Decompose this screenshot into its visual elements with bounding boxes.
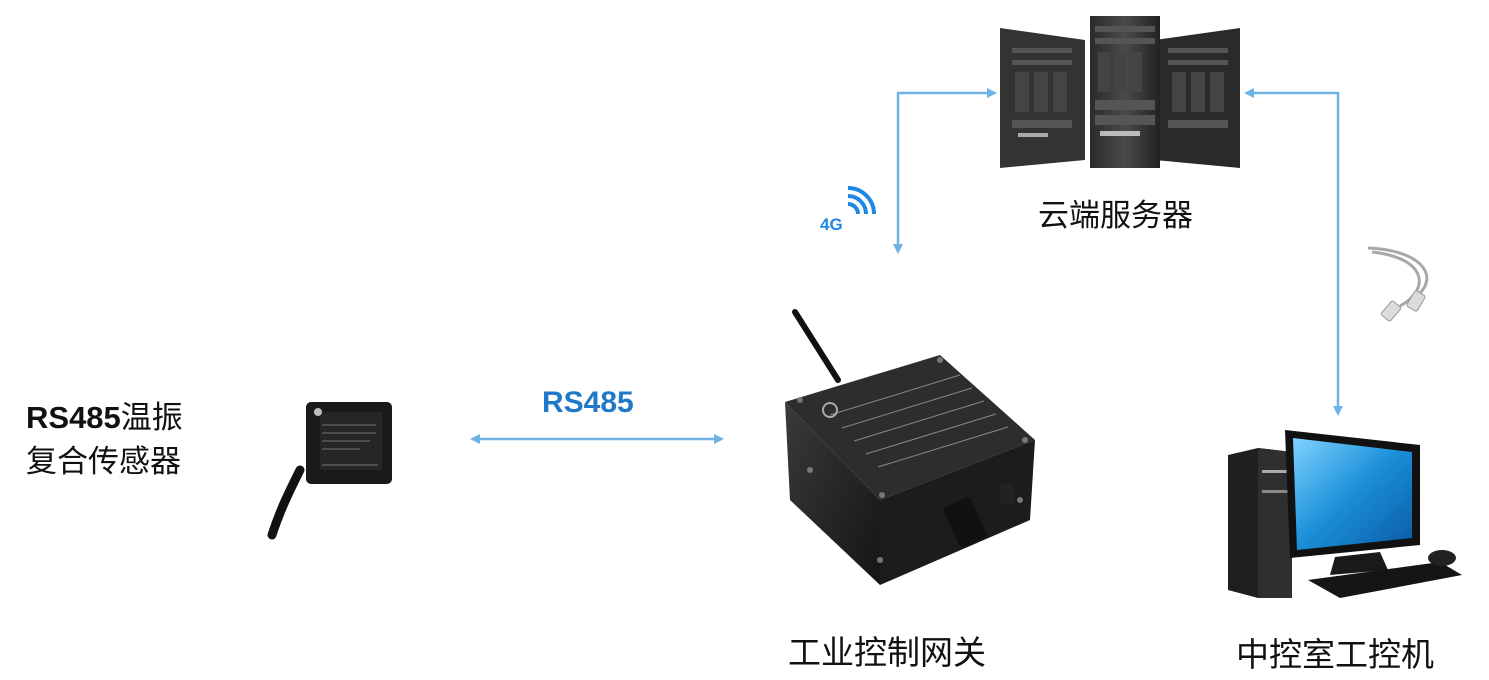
ethernet-cable-icon xyxy=(1367,246,1429,322)
ethernet-link-arrow xyxy=(1244,88,1343,416)
4g-badge-text: 4G xyxy=(820,215,843,234)
server-rack-icon xyxy=(1000,16,1240,168)
4g-link-arrow xyxy=(893,88,997,254)
gateway-label: 工业控制网关 xyxy=(788,633,986,672)
sensor-device-icon xyxy=(267,402,392,540)
gateway-device-icon xyxy=(785,309,1035,585)
sensor-label-en: RS485 xyxy=(26,400,121,435)
sensor-label-cn1: 温振 xyxy=(120,400,183,436)
4g-signal-icon: 4G xyxy=(820,186,876,234)
sensor-label-cn2: 复合传感器 xyxy=(26,444,181,480)
rs485-link-label: RS485 xyxy=(542,386,634,419)
industrial-pc-icon xyxy=(1228,430,1462,598)
server-label: 云端服务器 xyxy=(1038,198,1193,234)
sensor-label: RS485温振 复合传感器 xyxy=(26,396,183,484)
pc-label: 中控室工控机 xyxy=(1236,635,1434,674)
